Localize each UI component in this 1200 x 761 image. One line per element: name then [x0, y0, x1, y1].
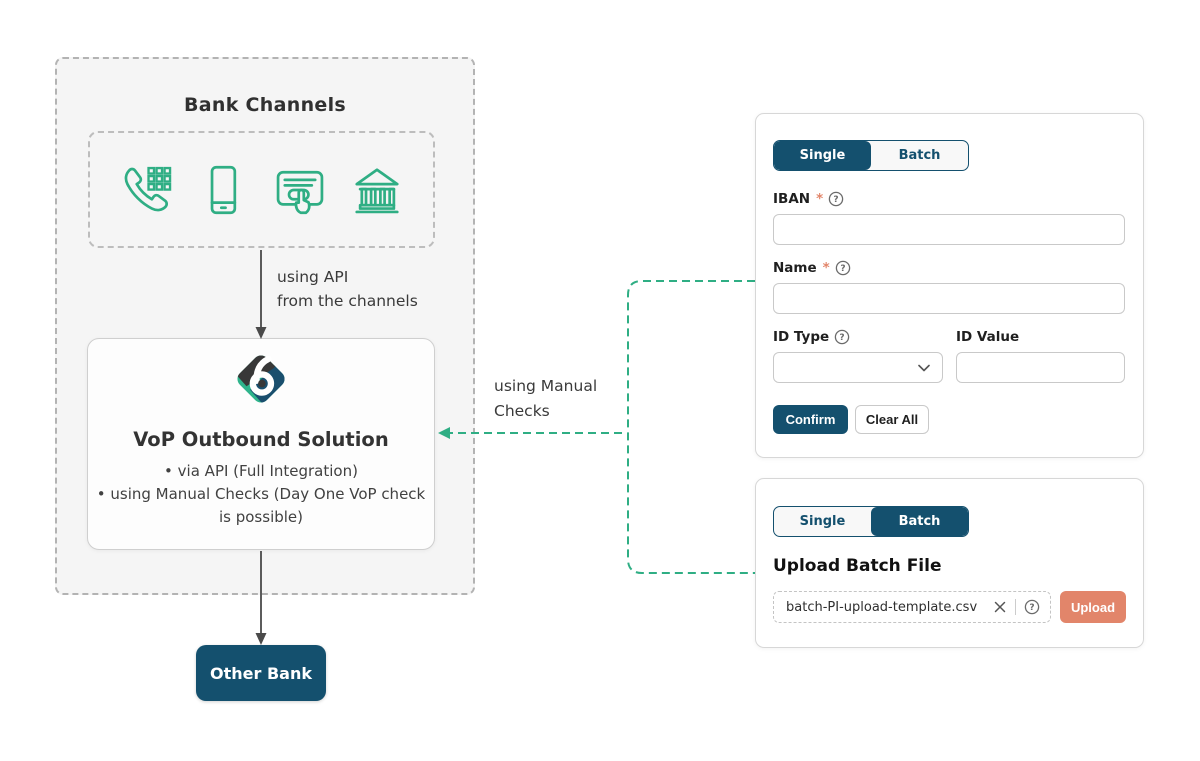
phone-keypad-icon: [124, 166, 172, 211]
mode-toggle: Single Batch: [773, 140, 969, 171]
single-check-panel: Single Batch IBAN* ? Name* ? ID Type ?: [755, 113, 1144, 458]
vop-bullet: via API (Full Integration): [96, 460, 426, 483]
tab-single[interactable]: Single: [774, 141, 871, 170]
mode-toggle: Single Batch: [773, 506, 969, 537]
bank-branch-icon: [355, 167, 399, 213]
batch-file-field[interactable]: batch-PI-upload-template.csv ?: [773, 591, 1051, 623]
iban-input[interactable]: [773, 214, 1125, 245]
id-value-label: ID Value: [956, 329, 1020, 345]
vop-bullet-list: via API (Full Integration) using Manual …: [96, 460, 426, 529]
clear-all-button[interactable]: Clear All: [855, 405, 929, 434]
name-help-icon[interactable]: ?: [835, 260, 851, 276]
arrowhead-down-icon: [255, 633, 267, 645]
id-value-input[interactable]: [956, 352, 1125, 383]
chevron-down-icon: [918, 364, 930, 371]
batch-upload-panel: Single Batch Upload Batch File batch-PI-…: [755, 478, 1144, 648]
svg-text:?: ?: [1029, 603, 1034, 613]
tab-batch[interactable]: Batch: [871, 507, 968, 536]
id-type-label: ID Type ?: [773, 329, 850, 345]
name-input[interactable]: [773, 283, 1125, 314]
api-arrow-label: using API from the channels: [277, 268, 418, 310]
svg-text:?: ?: [840, 333, 845, 343]
bank-channels-title: Bank Channels: [183, 94, 347, 116]
upload-button[interactable]: Upload: [1060, 591, 1126, 623]
svg-text:?: ?: [840, 264, 845, 274]
confirm-button[interactable]: Confirm: [773, 405, 848, 434]
mobile-app-icon: [210, 165, 237, 214]
upload-batch-heading: Upload Batch File: [773, 556, 942, 576]
vop-title: VoP Outbound Solution: [133, 428, 389, 451]
iban-label: IBAN* ?: [773, 191, 844, 207]
id-type-select[interactable]: [773, 352, 943, 383]
vop-logo-icon: [234, 352, 288, 406]
svg-text:?: ?: [834, 195, 839, 205]
clear-file-icon[interactable]: [993, 600, 1007, 614]
manual-checks-label: using Manual Checks: [494, 377, 598, 420]
divider: [1015, 599, 1016, 615]
tab-batch[interactable]: Batch: [898, 148, 941, 163]
name-label: Name* ?: [773, 260, 851, 276]
batch-file-name: batch-PI-upload-template.csv: [786, 599, 978, 615]
manual-checks-connector: [627, 280, 755, 574]
iban-help-icon[interactable]: ?: [828, 191, 844, 207]
online-banking-icon: [276, 170, 324, 214]
tab-single[interactable]: Single: [799, 514, 846, 529]
id-type-help-icon[interactable]: ?: [834, 329, 850, 345]
vop-bullet: using Manual Checks (Day One VoP check i…: [96, 483, 426, 529]
channel-icons-box: [88, 131, 435, 248]
other-bank-node[interactable]: Other Bank: [196, 645, 326, 701]
file-help-icon[interactable]: ?: [1024, 599, 1040, 615]
